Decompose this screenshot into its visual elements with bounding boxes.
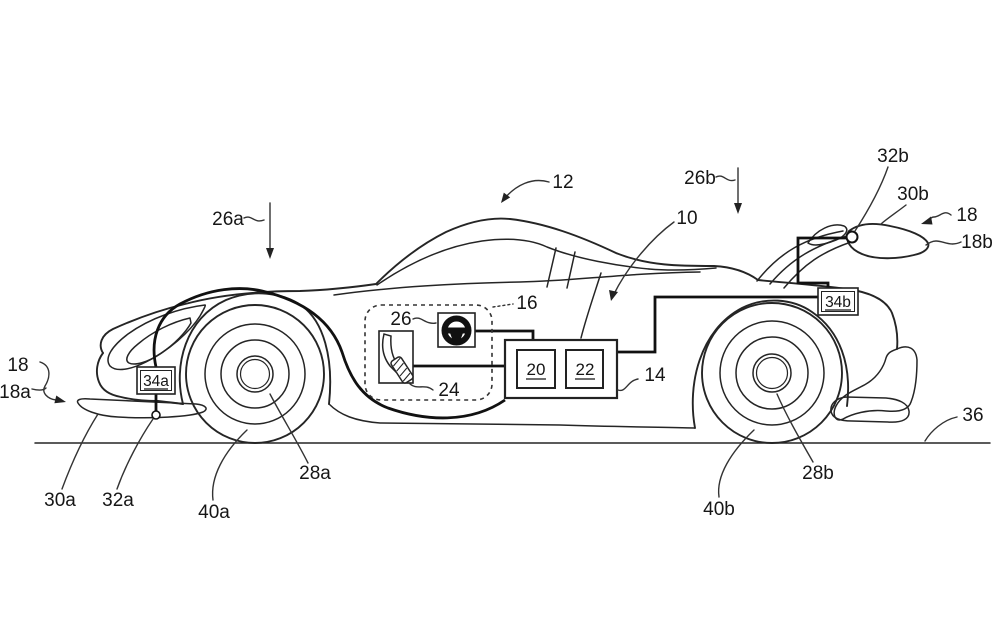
body-silhouette — [99, 217, 899, 354]
front-wheel — [185, 304, 325, 444]
leaders — [31, 166, 962, 501]
label-rear-hub-28b: 28b — [802, 463, 834, 484]
wire-rear-actuator-to-wing — [796, 236, 846, 288]
pedal-input-box — [378, 330, 414, 384]
rear-actuator-box — [817, 287, 859, 316]
rear-wing-struts — [756, 224, 852, 289]
steering-wheel-icon — [441, 315, 472, 346]
control-unit-box — [503, 338, 619, 400]
rear-wheel — [701, 302, 843, 444]
control-wiring — [151, 230, 859, 420]
label-front-aero-18: 18 — [7, 355, 28, 376]
label-front-aero-element-18a: 18a — [0, 382, 31, 403]
label-controller-22: 22 — [576, 360, 595, 379]
beltline — [333, 271, 701, 296]
rear-pivot-joint — [845, 230, 859, 244]
car-body — [34, 217, 991, 444]
label-rear-tire-40b: 40b — [703, 499, 735, 520]
label-rear-aero-18: 18 — [956, 205, 977, 226]
label-vehicle-10: 10 — [676, 208, 697, 229]
rear-wheel-arch — [691, 299, 849, 429]
front-splitter — [76, 398, 207, 419]
front-pivot-joint — [151, 410, 161, 420]
headlight-inner — [126, 317, 192, 365]
label-front-tire-40a: 40a — [198, 502, 230, 523]
label-controller-20: 20 — [527, 360, 546, 379]
wire-steering-to-controller — [475, 329, 535, 340]
rocker-sill — [328, 403, 696, 429]
label-rear-aero-element-18b: 18b — [961, 232, 993, 253]
controller-20-box — [516, 349, 556, 389]
rear-diffuser-upper — [833, 346, 918, 421]
rear-wing-element — [846, 223, 930, 260]
label-front-splitter-30a: 30a — [44, 490, 76, 511]
wire-front-actuator — [152, 287, 506, 420]
label-control-unit-14: 14 — [644, 365, 666, 386]
label-cockpit-16: 16 — [516, 293, 537, 314]
headlight-outer — [107, 304, 206, 371]
label-front-hub-28a: 28a — [299, 463, 331, 484]
wire-controller-to-rear-actuator — [616, 295, 818, 354]
label-rear-airflow-26b: 26b — [684, 168, 716, 189]
label-ground-36: 36 — [962, 405, 983, 426]
label-pedal-24: 24 — [438, 380, 460, 401]
label-rear-wing-30b: 30b — [897, 184, 929, 205]
front-wheel-arch — [178, 292, 332, 405]
pedal-icon — [381, 333, 414, 384]
label-front-pivot-32a: 32a — [102, 490, 134, 511]
label-front-actuator-34a: 34a — [143, 373, 169, 390]
rear-diffuser-lower — [830, 396, 910, 423]
label-steering-26: 26 — [390, 309, 411, 330]
steering-input-box — [437, 312, 476, 348]
label-rear-pivot-32b: 32b — [877, 146, 909, 167]
label-front-airflow-26a: 26a — [212, 209, 244, 230]
controller-22-box — [565, 349, 604, 389]
b-pillar — [546, 247, 576, 289]
side-glass-top — [376, 238, 650, 286]
rear-deck-seam — [648, 267, 717, 271]
label-rear-actuator-34b: 34b — [825, 294, 851, 311]
label-roof-12: 12 — [552, 172, 573, 193]
leader-16 — [492, 303, 514, 308]
front-actuator-box — [136, 366, 176, 395]
door-seam — [580, 272, 602, 339]
